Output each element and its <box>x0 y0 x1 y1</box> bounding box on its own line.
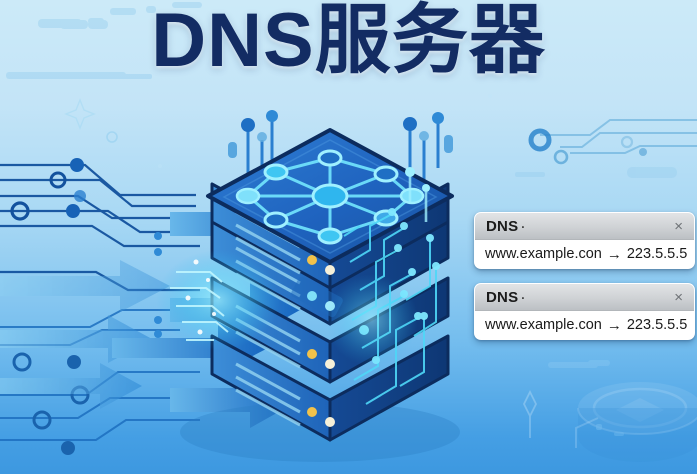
dns-popup-1-title-dot: · <box>521 219 526 234</box>
page-title: DNS服务器 <box>151 0 546 83</box>
server-top-network-panel <box>206 128 454 264</box>
close-icon[interactable]: × <box>674 217 683 235</box>
rack-unit-4 <box>210 334 450 442</box>
dns-popup-1-title: DNS <box>486 217 519 235</box>
database-cylinder-icon <box>577 382 697 462</box>
antenna-pin-group <box>228 110 453 182</box>
dns-popup-2-title: DNS <box>486 288 519 306</box>
rack-unit-2 <box>210 218 450 326</box>
network-edges <box>247 156 413 238</box>
dns-popup-2[interactable]: DNS · × www.example.con → 223.5.5.5 <box>474 283 695 340</box>
dns-popup-1-ip: 223.5.5.5 <box>626 246 688 262</box>
dns-popup-1-titlebar: DNS · × <box>475 213 694 240</box>
arrow-faded-group <box>0 260 170 409</box>
dns-popup-2-record: www.example.con → 223.5.5.5 <box>475 311 694 339</box>
arrow-solid-group <box>112 322 268 374</box>
dns-popup-1-title-group: DNS · <box>486 218 525 235</box>
dns-popup-1[interactable]: DNS · × www.example.con → 223.5.5.5 <box>474 212 695 269</box>
arrow-right-icon: → <box>606 245 622 263</box>
dns-popup-2-ip: 223.5.5.5 <box>626 317 688 333</box>
circuit-node-group <box>10 158 162 455</box>
dns-popup-1-domain: www.example.con <box>485 246 602 262</box>
sparkle-icon-2 <box>522 389 538 438</box>
network-nodes <box>235 149 425 245</box>
rack-unit-3 <box>210 276 450 384</box>
sparkle-icon <box>64 98 96 130</box>
dns-popup-2-title-group: DNS · <box>486 289 525 306</box>
arrow-right-group <box>170 196 300 428</box>
circuit-trace-left <box>0 163 206 292</box>
circuit-trace-top-right <box>540 119 697 154</box>
rack-unit-1 <box>210 182 450 290</box>
dns-popup-1-record: www.example.con → 223.5.5.5 <box>475 240 694 268</box>
dns-popup-2-domain: www.example.con <box>485 317 602 333</box>
close-icon[interactable]: × <box>674 288 683 306</box>
arrow-right-icon: → <box>606 316 622 334</box>
dns-popup-2-title-dot: · <box>521 290 526 305</box>
data-stream-glow <box>170 271 229 341</box>
dns-popup-2-titlebar: DNS · × <box>475 284 694 311</box>
